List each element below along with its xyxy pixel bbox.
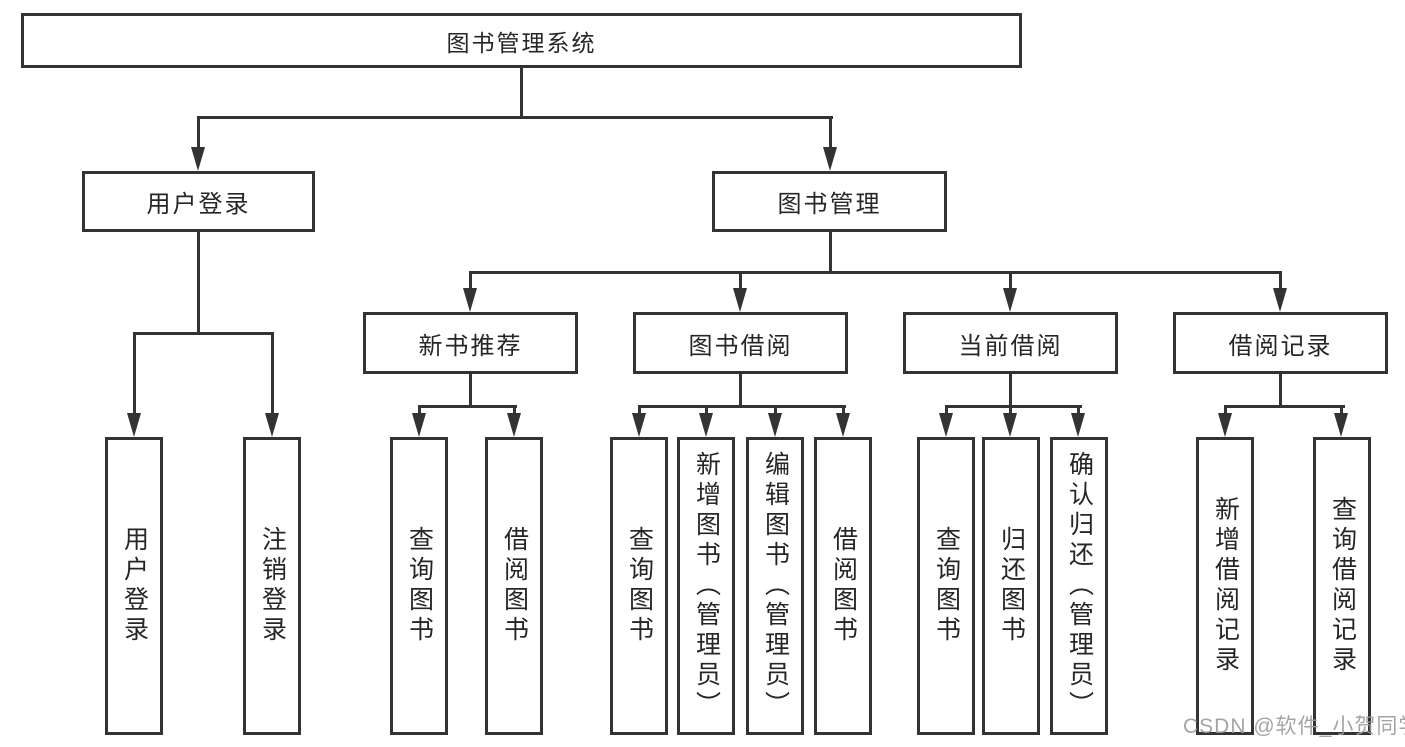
node-new-rec: 新书推荐	[363, 312, 578, 374]
connector-record-hline	[1224, 405, 1345, 408]
connector-record-stem	[1279, 372, 1282, 408]
connector-to-logout	[271, 332, 274, 416]
node-rcd-add-label: 新增借阅记录	[1211, 496, 1240, 676]
node-rcd-query: 查询借阅记录	[1313, 437, 1371, 735]
node-bor-add: 新增图书（管理员）	[677, 437, 735, 735]
node-cur-return-label: 归还图书	[997, 526, 1026, 646]
connector-to-bor-query	[638, 405, 641, 416]
connector-borrow-stem	[739, 372, 742, 408]
arrow-down-icon	[823, 147, 837, 171]
connector-to-new-rec	[469, 271, 472, 291]
node-new-rec-label: 新书推荐	[418, 332, 523, 360]
node-login: 用户登录	[105, 437, 163, 735]
arrow-down-icon	[699, 413, 713, 437]
arrow-down-icon	[1071, 413, 1085, 437]
connector-to-user-login	[197, 116, 200, 149]
arrow-down-icon	[768, 413, 782, 437]
connector-new-rec-hline	[418, 405, 517, 408]
arrow-down-icon	[632, 413, 646, 437]
node-rec-query-label: 查询图书	[405, 526, 434, 646]
node-bor-query-label: 查询图书	[625, 526, 654, 646]
node-user-login: 用户登录	[82, 171, 315, 232]
arrow-down-icon	[507, 413, 521, 437]
connector-borrow-hline	[638, 405, 846, 408]
arrow-down-icon	[1273, 288, 1287, 312]
connector-to-current	[1009, 271, 1012, 291]
connector-to-rcd-add	[1224, 405, 1227, 416]
node-bor-edit: 编辑图书（管理员）	[746, 437, 804, 735]
node-bor-borrow-label: 借阅图书	[829, 526, 858, 646]
arrow-down-icon	[265, 413, 279, 437]
node-current: 当前借阅	[903, 312, 1118, 374]
connector-to-cur-return	[1009, 405, 1012, 416]
node-current-label: 当前借阅	[958, 332, 1063, 360]
connector-to-rec-borrow	[513, 405, 516, 416]
connector-to-bor-edit	[774, 405, 777, 416]
node-borrow: 图书借阅	[633, 312, 848, 374]
node-borrow-label: 图书借阅	[688, 332, 793, 360]
connector-current-stem	[1009, 372, 1012, 408]
node-book-mgmt-label: 图书管理	[777, 191, 882, 218]
connector-to-borrow	[739, 271, 742, 291]
node-root-label: 图书管理系统	[446, 29, 597, 56]
connector-root-stem	[520, 66, 523, 119]
node-rcd-add: 新增借阅记录	[1196, 437, 1254, 735]
node-cur-return: 归还图书	[982, 437, 1040, 735]
node-bor-borrow: 借阅图书	[814, 437, 872, 735]
arrow-down-icon	[463, 288, 477, 312]
node-record: 借阅记录	[1173, 312, 1388, 374]
connector-current-hline	[945, 405, 1082, 408]
arrow-down-icon	[1003, 413, 1017, 437]
node-bor-add-label: 新增图书（管理员）	[692, 451, 721, 721]
node-record-label: 借阅记录	[1228, 332, 1333, 360]
arrow-down-icon	[1218, 413, 1232, 437]
connector-new-rec-stem	[469, 372, 472, 408]
arrow-down-icon	[733, 288, 747, 312]
connector-to-rcd-query	[1340, 405, 1343, 416]
connector-to-rec-query	[418, 405, 421, 416]
arrow-down-icon	[1334, 413, 1348, 437]
node-rcd-query-label: 查询借阅记录	[1328, 496, 1357, 676]
connector-to-login	[133, 332, 136, 416]
node-rec-borrow: 借阅图书	[485, 437, 543, 735]
node-bor-edit-label: 编辑图书（管理员）	[761, 451, 790, 721]
connector-root-hline	[197, 116, 833, 119]
arrow-down-icon	[191, 147, 205, 171]
node-cur-query: 查询图书	[917, 437, 975, 735]
arrow-down-icon	[836, 413, 850, 437]
connector-to-book-mgmt	[829, 116, 832, 149]
connector-book-mgmt-hline	[469, 271, 1282, 274]
connector-to-bor-add	[705, 405, 708, 416]
csdn-watermark: CSDN @软件_小贺同学	[1183, 715, 1405, 738]
connector-user-login-stem	[197, 231, 200, 334]
node-rec-query: 查询图书	[390, 437, 448, 735]
node-root: 图书管理系统	[21, 13, 1022, 68]
node-cur-confirm: 确认归还（管理员）	[1050, 437, 1108, 735]
node-rec-borrow-label: 借阅图书	[500, 526, 529, 646]
node-cur-confirm-label: 确认归还（管理员）	[1065, 451, 1094, 721]
arrow-down-icon	[412, 413, 426, 437]
connector-to-record	[1279, 271, 1282, 291]
connector-to-cur-query	[945, 405, 948, 416]
arrow-down-icon	[939, 413, 953, 437]
node-bor-query: 查询图书	[610, 437, 668, 735]
connector-to-bor-borrow	[842, 405, 845, 416]
arrow-down-icon	[1003, 288, 1017, 312]
node-book-mgmt: 图书管理	[712, 171, 947, 232]
connector-to-cur-confirm	[1077, 405, 1080, 416]
node-logout-label: 注销登录	[258, 526, 287, 646]
node-user-login-label: 用户登录	[146, 191, 251, 218]
node-logout: 注销登录	[243, 437, 301, 735]
node-login-label: 用户登录	[120, 526, 149, 646]
connector-book-mgmt-stem	[829, 231, 832, 274]
arrow-down-icon	[127, 413, 141, 437]
node-cur-query-label: 查询图书	[932, 526, 961, 646]
connector-user-login-hline	[133, 332, 274, 335]
